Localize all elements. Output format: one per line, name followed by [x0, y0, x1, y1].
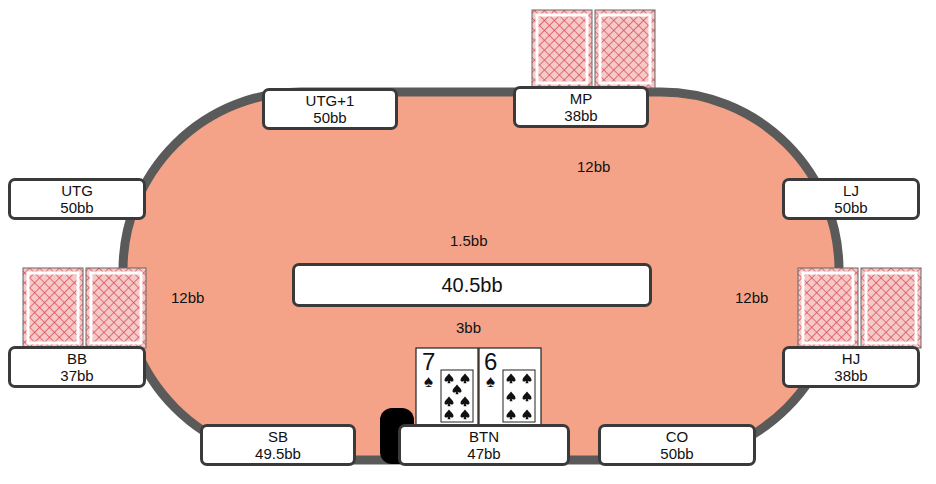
stack-size: 49.5bb — [255, 445, 301, 462]
seat-name: BTN — [469, 428, 499, 445]
seat-box: BTN47bb — [398, 424, 570, 466]
seat-box: CO50bb — [598, 424, 756, 466]
seat-name: SB — [268, 428, 288, 445]
pot-box: 40.5bb — [292, 263, 652, 307]
bet-amount: 12bb — [577, 158, 610, 175]
seat-box: LJ50bb — [782, 178, 920, 220]
seat-name: LJ — [843, 182, 859, 199]
seat-name: UTG+1 — [306, 92, 355, 109]
bet-amount: 3bb — [456, 319, 481, 336]
seat-box: HJ38bb — [782, 346, 920, 388]
seat-name: HJ — [842, 350, 860, 367]
seat-name: CO — [666, 428, 689, 445]
seat-box: BB37bb — [8, 346, 146, 388]
stack-size: 37bb — [60, 367, 93, 384]
card-rank: 7 — [422, 350, 435, 374]
stack-size: 50bb — [834, 199, 867, 216]
pot-amount: 40.5bb — [441, 273, 502, 297]
seat-box: MP38bb — [513, 86, 649, 128]
card-suit: ♠ — [486, 373, 495, 390]
seat-box: SB49.5bb — [200, 424, 356, 466]
stack-size: 38bb — [564, 107, 597, 124]
bet-amount: 12bb — [735, 289, 768, 306]
stack-size: 47bb — [467, 445, 500, 462]
card-rank: 6 — [484, 350, 497, 374]
stack-size: 50bb — [660, 445, 693, 462]
hero-cards — [416, 348, 541, 426]
bet-amount: 12bb — [171, 289, 204, 306]
bet-amount: 1.5bb — [450, 232, 488, 249]
stack-size: 50bb — [313, 109, 346, 126]
seat-name: UTG — [61, 182, 93, 199]
seat-name: MP — [570, 90, 593, 107]
seat-box: UTG+150bb — [262, 88, 398, 130]
stack-size: 38bb — [834, 367, 867, 384]
table-felt — [123, 92, 839, 460]
card-backs — [532, 10, 655, 88]
seat-box: UTG50bb — [8, 178, 146, 220]
card-backs — [23, 268, 146, 348]
card-suit: ♠ — [424, 373, 433, 390]
card-backs — [798, 268, 921, 348]
stack-size: 50bb — [60, 199, 93, 216]
seat-name: BB — [67, 350, 87, 367]
